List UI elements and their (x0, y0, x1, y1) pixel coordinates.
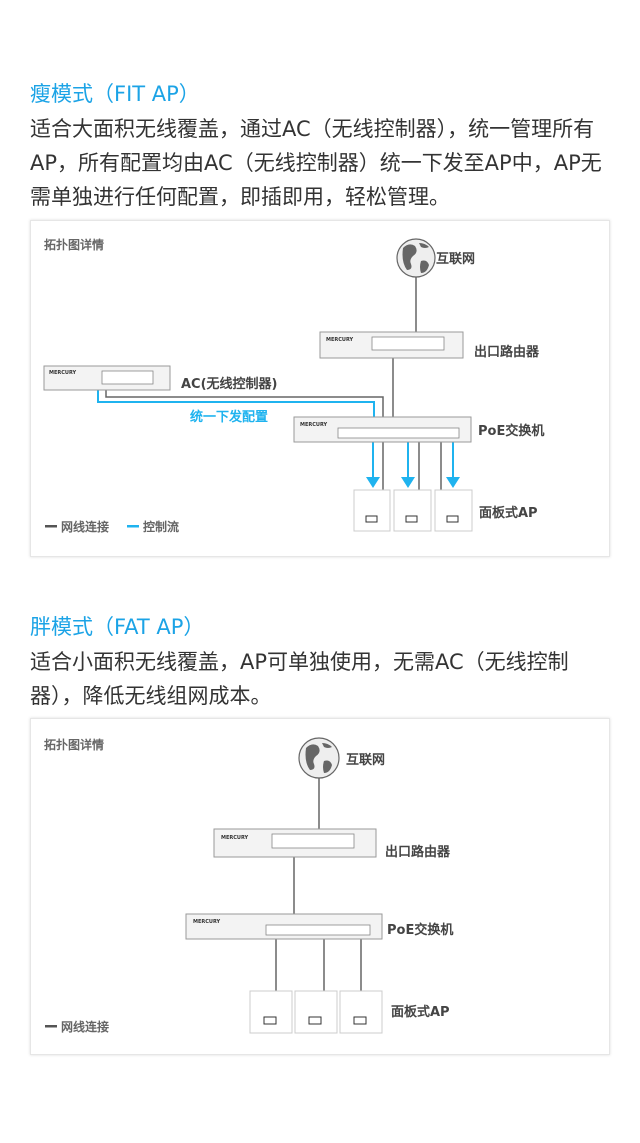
svg-text:MERCURY: MERCURY (326, 337, 354, 343)
fat-topology-diagram: 拓扑图详情 互联网 MERCURY 出口路由器 MERCURY PoE交换机 面… (44, 737, 453, 1034)
legend-cable-swatch (45, 525, 57, 528)
control-flow-line (97, 390, 375, 417)
poe-switch-device: MERCURY (293, 416, 472, 443)
svg-text:MERCURY: MERCURY (49, 370, 77, 376)
ac-label: AC(无线控制器) (181, 376, 278, 392)
ap-label: 面板式AP (479, 505, 538, 521)
cable-ac-switch (105, 390, 384, 417)
fit-topology-diagram: 拓扑图详情 互联网 MERCURY 出口路由器 MERCURY AC(无线控制器… (43, 237, 544, 534)
ac-controller-device: MERCURY (43, 365, 171, 391)
legend-control-label: 控制流 (143, 519, 179, 534)
globe-icon (396, 238, 436, 278)
router-device: MERCURY (319, 331, 464, 359)
legend-control-swatch (127, 525, 139, 528)
panel-ap-devices (249, 990, 383, 1034)
fit-mode-description: 适合大面积无线覆盖，通过AC（无线控制器），统一管理所有AP，所有配置均由AC（… (30, 117, 602, 209)
topology-caption: 拓扑图详情 (44, 737, 104, 752)
internet-label: 互联网 (436, 252, 475, 267)
svg-text:MERCURY: MERCURY (221, 835, 249, 841)
switch-label: PoE交换机 (478, 423, 544, 439)
ap-cables (275, 939, 362, 991)
panel-ap-devices (353, 489, 473, 532)
fit-topology-card: 拓扑图详情 互联网 MERCURY 出口路由器 MERCURY AC(无线控制器… (30, 220, 610, 557)
ap-cables (382, 442, 442, 490)
fit-mode-title: 瘦模式（FIT AP） (30, 82, 200, 106)
fat-mode-title: 胖模式（FAT AP） (30, 615, 205, 639)
topology-caption: 拓扑图详情 (44, 237, 104, 252)
fat-mode-description: 适合小面积无线覆盖，AP可单独使用，无需AC（无线控制器），降低无线组网成本。 (30, 650, 569, 708)
svg-text:MERCURY: MERCURY (300, 422, 328, 428)
poe-switch-device: MERCURY (185, 913, 383, 940)
router-device: MERCURY (213, 828, 377, 858)
legend-cable-label: 网线连接 (61, 519, 109, 534)
fat-topology-card: 拓扑图详情 互联网 MERCURY 出口路由器 MERCURY PoE交换机 面… (30, 718, 610, 1055)
legend-cable-swatch (45, 1025, 57, 1028)
switch-label: PoE交换机 (387, 922, 453, 938)
unified-config-label: 统一下发配置 (190, 409, 268, 425)
globe-icon (298, 737, 340, 779)
ap-label: 面板式AP (391, 1004, 450, 1020)
internet-label: 互联网 (346, 753, 385, 768)
svg-text:MERCURY: MERCURY (193, 919, 221, 925)
legend-cable-label: 网线连接 (61, 1019, 109, 1034)
control-flow-arrows (366, 442, 460, 488)
router-label: 出口路由器 (385, 844, 451, 860)
router-label: 出口路由器 (474, 344, 540, 360)
